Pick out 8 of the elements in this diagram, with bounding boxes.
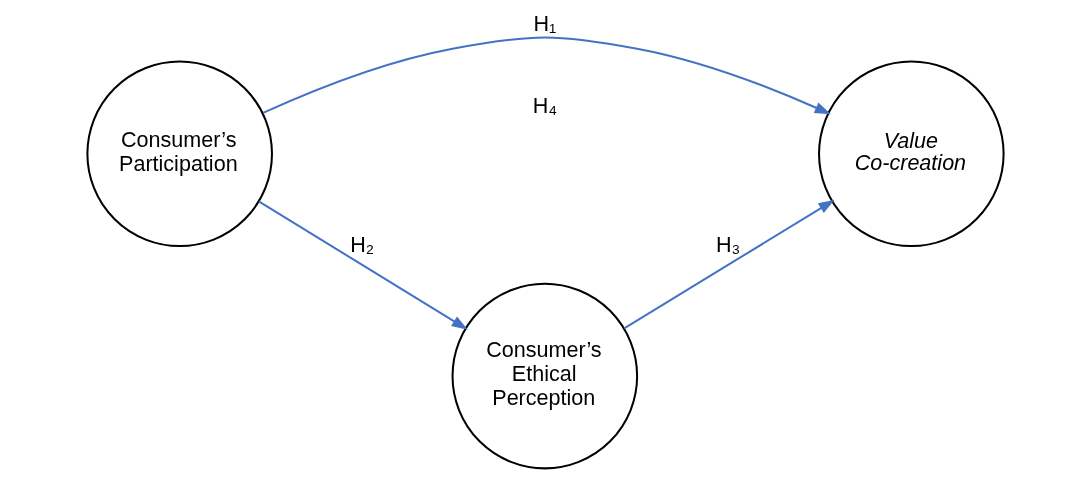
arrow bbox=[262, 36, 831, 115]
label: H₄ bbox=[532, 93, 558, 119]
arrow bbox=[258, 200, 468, 330]
arrow bbox=[623, 199, 835, 330]
node-circle: Consumer’s Participation bbox=[86, 60, 273, 248]
edge-label: H₃ bbox=[715, 231, 741, 257]
edge-label: H₂ bbox=[350, 231, 375, 257]
edge-label: H₁ bbox=[533, 10, 557, 36]
